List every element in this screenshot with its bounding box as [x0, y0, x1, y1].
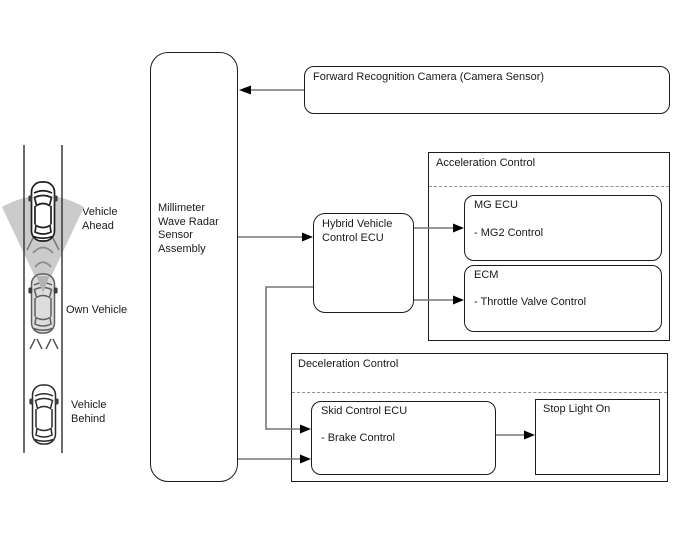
ecm-title: ECM — [474, 269, 499, 281]
vehicle-ahead-label: Vehicle Ahead — [82, 206, 118, 232]
skid-ecu-box: Skid Control ECU - Brake Control — [311, 401, 496, 475]
arrowhead-into-hybrid — [302, 232, 313, 242]
radar-sensor-label: Millimeter Wave Radar Sensor Assembly — [158, 202, 219, 255]
skid-ecu-item: - Brake Control — [321, 431, 395, 444]
deceleration-control-title: Deceleration Control — [298, 358, 399, 370]
own-vehicle-label: Own Vehicle — [66, 304, 128, 316]
vehicle-behind-label: Vehicle Behind — [71, 399, 107, 425]
hybrid-ecu-box: Hybrid Vehicle Control ECU — [313, 213, 414, 313]
acceleration-dashed-separator — [429, 186, 669, 187]
ecm-box: ECM - Throttle Valve Control — [464, 265, 662, 332]
mg-ecu-box: MG ECU - MG2 Control — [464, 195, 662, 261]
ecm-item: - Throttle Valve Control — [474, 295, 587, 308]
radar-wave-arcs — [32, 246, 54, 281]
vehicle-ahead-car — [27, 181, 59, 242]
radar-cone — [2, 195, 84, 294]
detection-flare-marks — [26, 237, 60, 251]
radar-sensor-box: Millimeter Wave Radar Sensor Assembly — [150, 52, 238, 482]
own-vehicle-car — [27, 273, 59, 334]
acceleration-control-title: Acceleration Control — [436, 157, 536, 169]
mg-ecu-item: - MG2 Control — [474, 226, 544, 239]
stop-light-label: Stop Light On — [543, 403, 611, 415]
camera-label: Forward Recognition Camera (Camera Senso… — [313, 71, 545, 83]
rear-wave-marks — [29, 338, 59, 350]
vehicle-behind-car — [28, 384, 60, 445]
skid-ecu-title: Skid Control ECU — [321, 405, 408, 417]
hybrid-ecu-label: Hybrid Vehicle Control ECU — [322, 218, 393, 244]
radar-cone-tip — [36, 276, 50, 293]
arrowhead-into-radar — [239, 85, 251, 95]
camera-box: Forward Recognition Camera (Camera Senso… — [304, 66, 670, 114]
deceleration-dashed-separator — [292, 392, 667, 393]
stop-light-box: Stop Light On — [535, 399, 660, 475]
mg-ecu-title: MG ECU — [474, 199, 518, 211]
